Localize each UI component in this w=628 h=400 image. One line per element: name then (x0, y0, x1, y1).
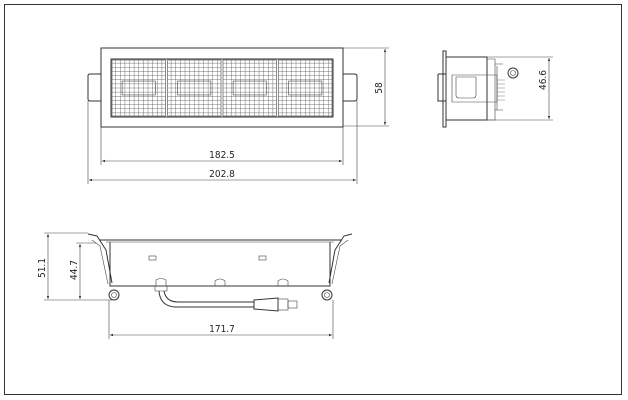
side-cable-gland (507, 67, 519, 79)
reflector-cell (167, 59, 222, 117)
reflector-cell (278, 59, 333, 117)
drawing-frame (4, 4, 622, 395)
cable-connector (253, 297, 279, 312)
led-module (232, 80, 267, 96)
overall-width-dim-label: 202.8 (209, 169, 235, 180)
left-clip-profile (87, 233, 113, 284)
reflector-cell (222, 59, 277, 117)
body-height-dim-label: 44.7 (69, 260, 80, 280)
side-flange (442, 50, 447, 128)
right-clip-profile (328, 233, 353, 284)
inner-width-dim-label: 182.5 (209, 150, 235, 161)
side-view: 46.6 (437, 50, 553, 128)
led-module (288, 80, 323, 96)
front-view: 58 182.5 202.8 (87, 47, 389, 184)
overall-height-dim-label: 51.1 (37, 258, 48, 278)
led-module (121, 80, 156, 96)
left-spring-clip (87, 73, 101, 102)
right-spring-clip (343, 73, 358, 102)
front-lens-area (110, 58, 334, 118)
depth-dim-label: 46.6 (538, 70, 549, 90)
reflector-cell (111, 59, 166, 117)
bottom-view: 51.1 44.7 171.7 (37, 232, 353, 339)
power-cable (158, 290, 254, 308)
bottom-body (109, 242, 331, 287)
height-dim-label: 58 (374, 82, 385, 94)
front-outer-frame (100, 47, 344, 128)
width-dim-label: 171.7 (209, 324, 235, 335)
led-module (177, 80, 212, 96)
